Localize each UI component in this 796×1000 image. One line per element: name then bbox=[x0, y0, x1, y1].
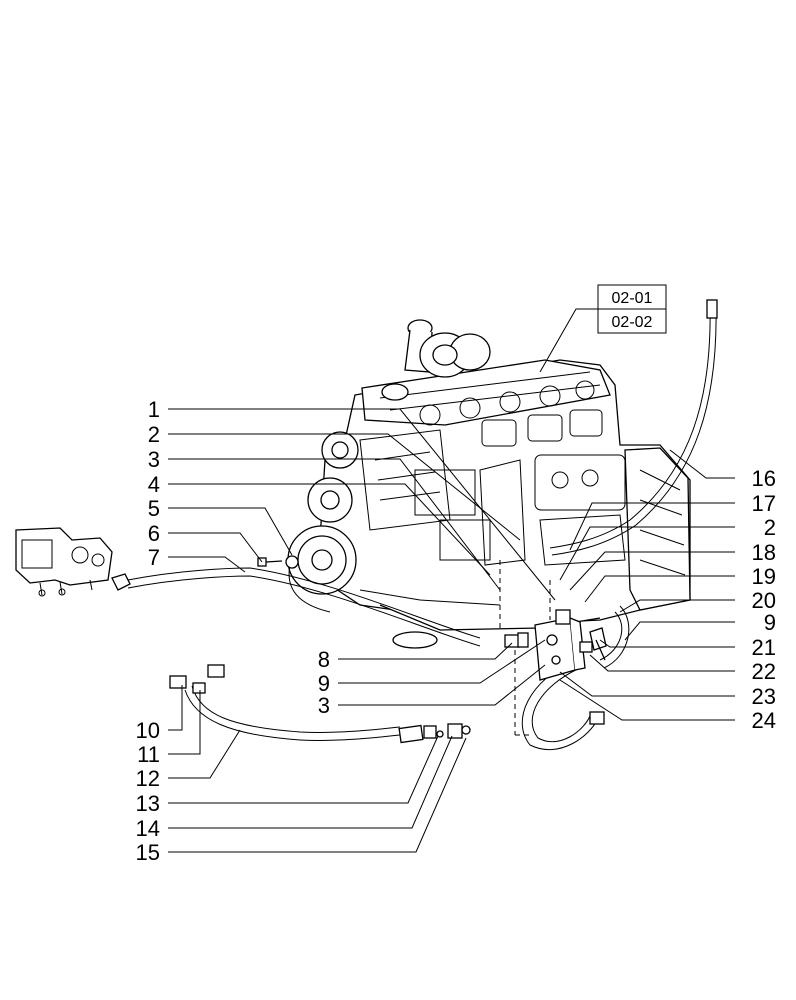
leader-lines-left bbox=[168, 408, 556, 853]
valve-block bbox=[534, 609, 586, 681]
callouts-left: 1 2 3 4 5 6 7 8 9 3 10 11 12 13 14 15 bbox=[136, 397, 330, 865]
callout-5: 5 bbox=[148, 496, 160, 521]
assembly-guides bbox=[499, 560, 551, 736]
callout-3: 3 bbox=[148, 447, 160, 472]
callout-8: 8 bbox=[318, 647, 330, 672]
callout-15: 15 bbox=[136, 840, 160, 865]
callout-18: 18 bbox=[752, 540, 776, 565]
callout-13: 13 bbox=[136, 791, 160, 816]
fittings bbox=[169, 555, 607, 744]
callout-23: 23 bbox=[752, 684, 776, 709]
callout-7: 7 bbox=[148, 545, 160, 570]
callout-16: 16 bbox=[752, 466, 776, 491]
callout-4: 4 bbox=[148, 472, 160, 497]
callout-10: 10 bbox=[136, 718, 160, 743]
leader-lines-right bbox=[559, 449, 735, 721]
callout-6: 6 bbox=[148, 521, 160, 546]
callout-21: 21 bbox=[752, 635, 776, 660]
callouts-right: 16 17 2 18 19 20 9 21 22 23 24 bbox=[752, 466, 776, 733]
reference-box: 02-01 02-02 bbox=[539, 284, 667, 373]
callout-17: 17 bbox=[752, 491, 776, 516]
callout-14: 14 bbox=[136, 816, 160, 841]
callout-2-right: 2 bbox=[764, 515, 776, 540]
callout-19: 19 bbox=[752, 564, 776, 589]
reference-line-1: 02-01 bbox=[612, 290, 653, 307]
callout-20: 20 bbox=[752, 588, 776, 613]
callout-22: 22 bbox=[752, 659, 776, 684]
callout-11: 11 bbox=[137, 742, 160, 767]
callout-9-right: 9 bbox=[764, 610, 776, 635]
hoses bbox=[127, 299, 718, 751]
callout-12: 12 bbox=[136, 766, 160, 791]
reference-line-2: 02-02 bbox=[612, 314, 653, 331]
engine-assembly bbox=[287, 319, 691, 649]
callout-2: 2 bbox=[148, 422, 160, 447]
callout-1: 1 bbox=[148, 397, 160, 422]
callout-9-left: 9 bbox=[318, 671, 330, 696]
callout-3-lower: 3 bbox=[318, 693, 330, 718]
hydraulic-pump bbox=[15, 527, 131, 597]
callout-24: 24 bbox=[752, 708, 776, 733]
